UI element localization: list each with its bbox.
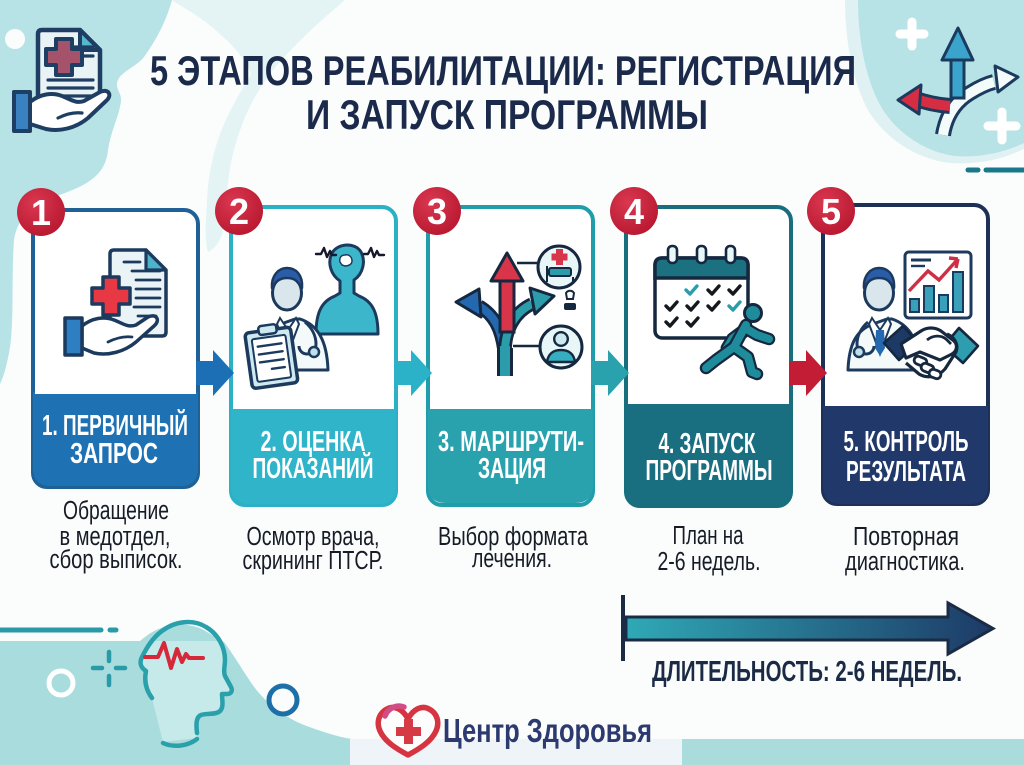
- svg-text:5: 5: [821, 191, 841, 232]
- svg-text:в медотдел,: в медотдел,: [60, 523, 171, 551]
- svg-text:ДЛИТЕЛЬНОСТЬ: 2-6 НЕДЕЛЬ.: ДЛИТЕЛЬНОСТЬ: 2-6 НЕДЕЛЬ.: [652, 656, 962, 688]
- svg-text:4: 4: [624, 191, 644, 232]
- svg-text:РЕЗУЛЬТАТА: РЕЗУЛЬТАТА: [846, 456, 966, 488]
- svg-text:3. МАРШРУТИ-: 3. МАРШРУТИ-: [438, 426, 584, 458]
- svg-text:Повторная: Повторная: [853, 523, 959, 551]
- svg-text:ЗАЦИЯ: ЗАЦИЯ: [478, 453, 546, 485]
- svg-text:сбор выписок.: сбор выписок.: [50, 546, 183, 574]
- svg-text:ЗАПРОС: ЗАПРОС: [70, 438, 158, 470]
- svg-text:2-6 недель.: 2-6 недель.: [658, 548, 761, 576]
- svg-text:4. ЗАПУСК: 4. ЗАПУСК: [659, 428, 756, 460]
- svg-text:1: 1: [31, 192, 51, 233]
- svg-text:Центр Здоровья: Центр Здоровья: [443, 712, 652, 749]
- svg-text:2. ОЦЕНКА: 2. ОЦЕНКА: [261, 426, 366, 458]
- svg-text:Выбор формата: Выбор формата: [438, 523, 589, 551]
- svg-text:1. ПЕРВИЧНЫЙ: 1. ПЕРВИЧНЫЙ: [42, 408, 188, 442]
- svg-text:2: 2: [229, 191, 249, 232]
- svg-text:И ЗАПУСК ПРОГРАММЫ: И ЗАПУСК ПРОГРАММЫ: [306, 91, 708, 138]
- svg-text:План на: План на: [673, 522, 745, 550]
- svg-text:ПРОГРАММЫ: ПРОГРАММЫ: [646, 455, 773, 487]
- svg-text:5 ЭТАПОВ РЕАБИЛИТАЦИИ: РЕГИСТР: 5 ЭТАПОВ РЕАБИЛИТАЦИИ: РЕГИСТРАЦИЯ: [150, 47, 856, 94]
- svg-text:Обращение: Обращение: [63, 497, 169, 525]
- svg-text:3: 3: [427, 191, 447, 232]
- svg-text:скрининг ПТСР.: скрининг ПТСР.: [243, 547, 384, 575]
- svg-text:лечения.: лечения.: [472, 545, 552, 573]
- svg-text:Осмотр врача,: Осмотр врача,: [247, 523, 380, 551]
- svg-text:ПОКАЗАНИЙ: ПОКАЗАНИЙ: [253, 451, 374, 485]
- svg-text:5. КОНТРОЛЬ: 5. КОНТРОЛЬ: [844, 426, 969, 458]
- svg-text:диагностика.: диагностика.: [845, 548, 965, 576]
